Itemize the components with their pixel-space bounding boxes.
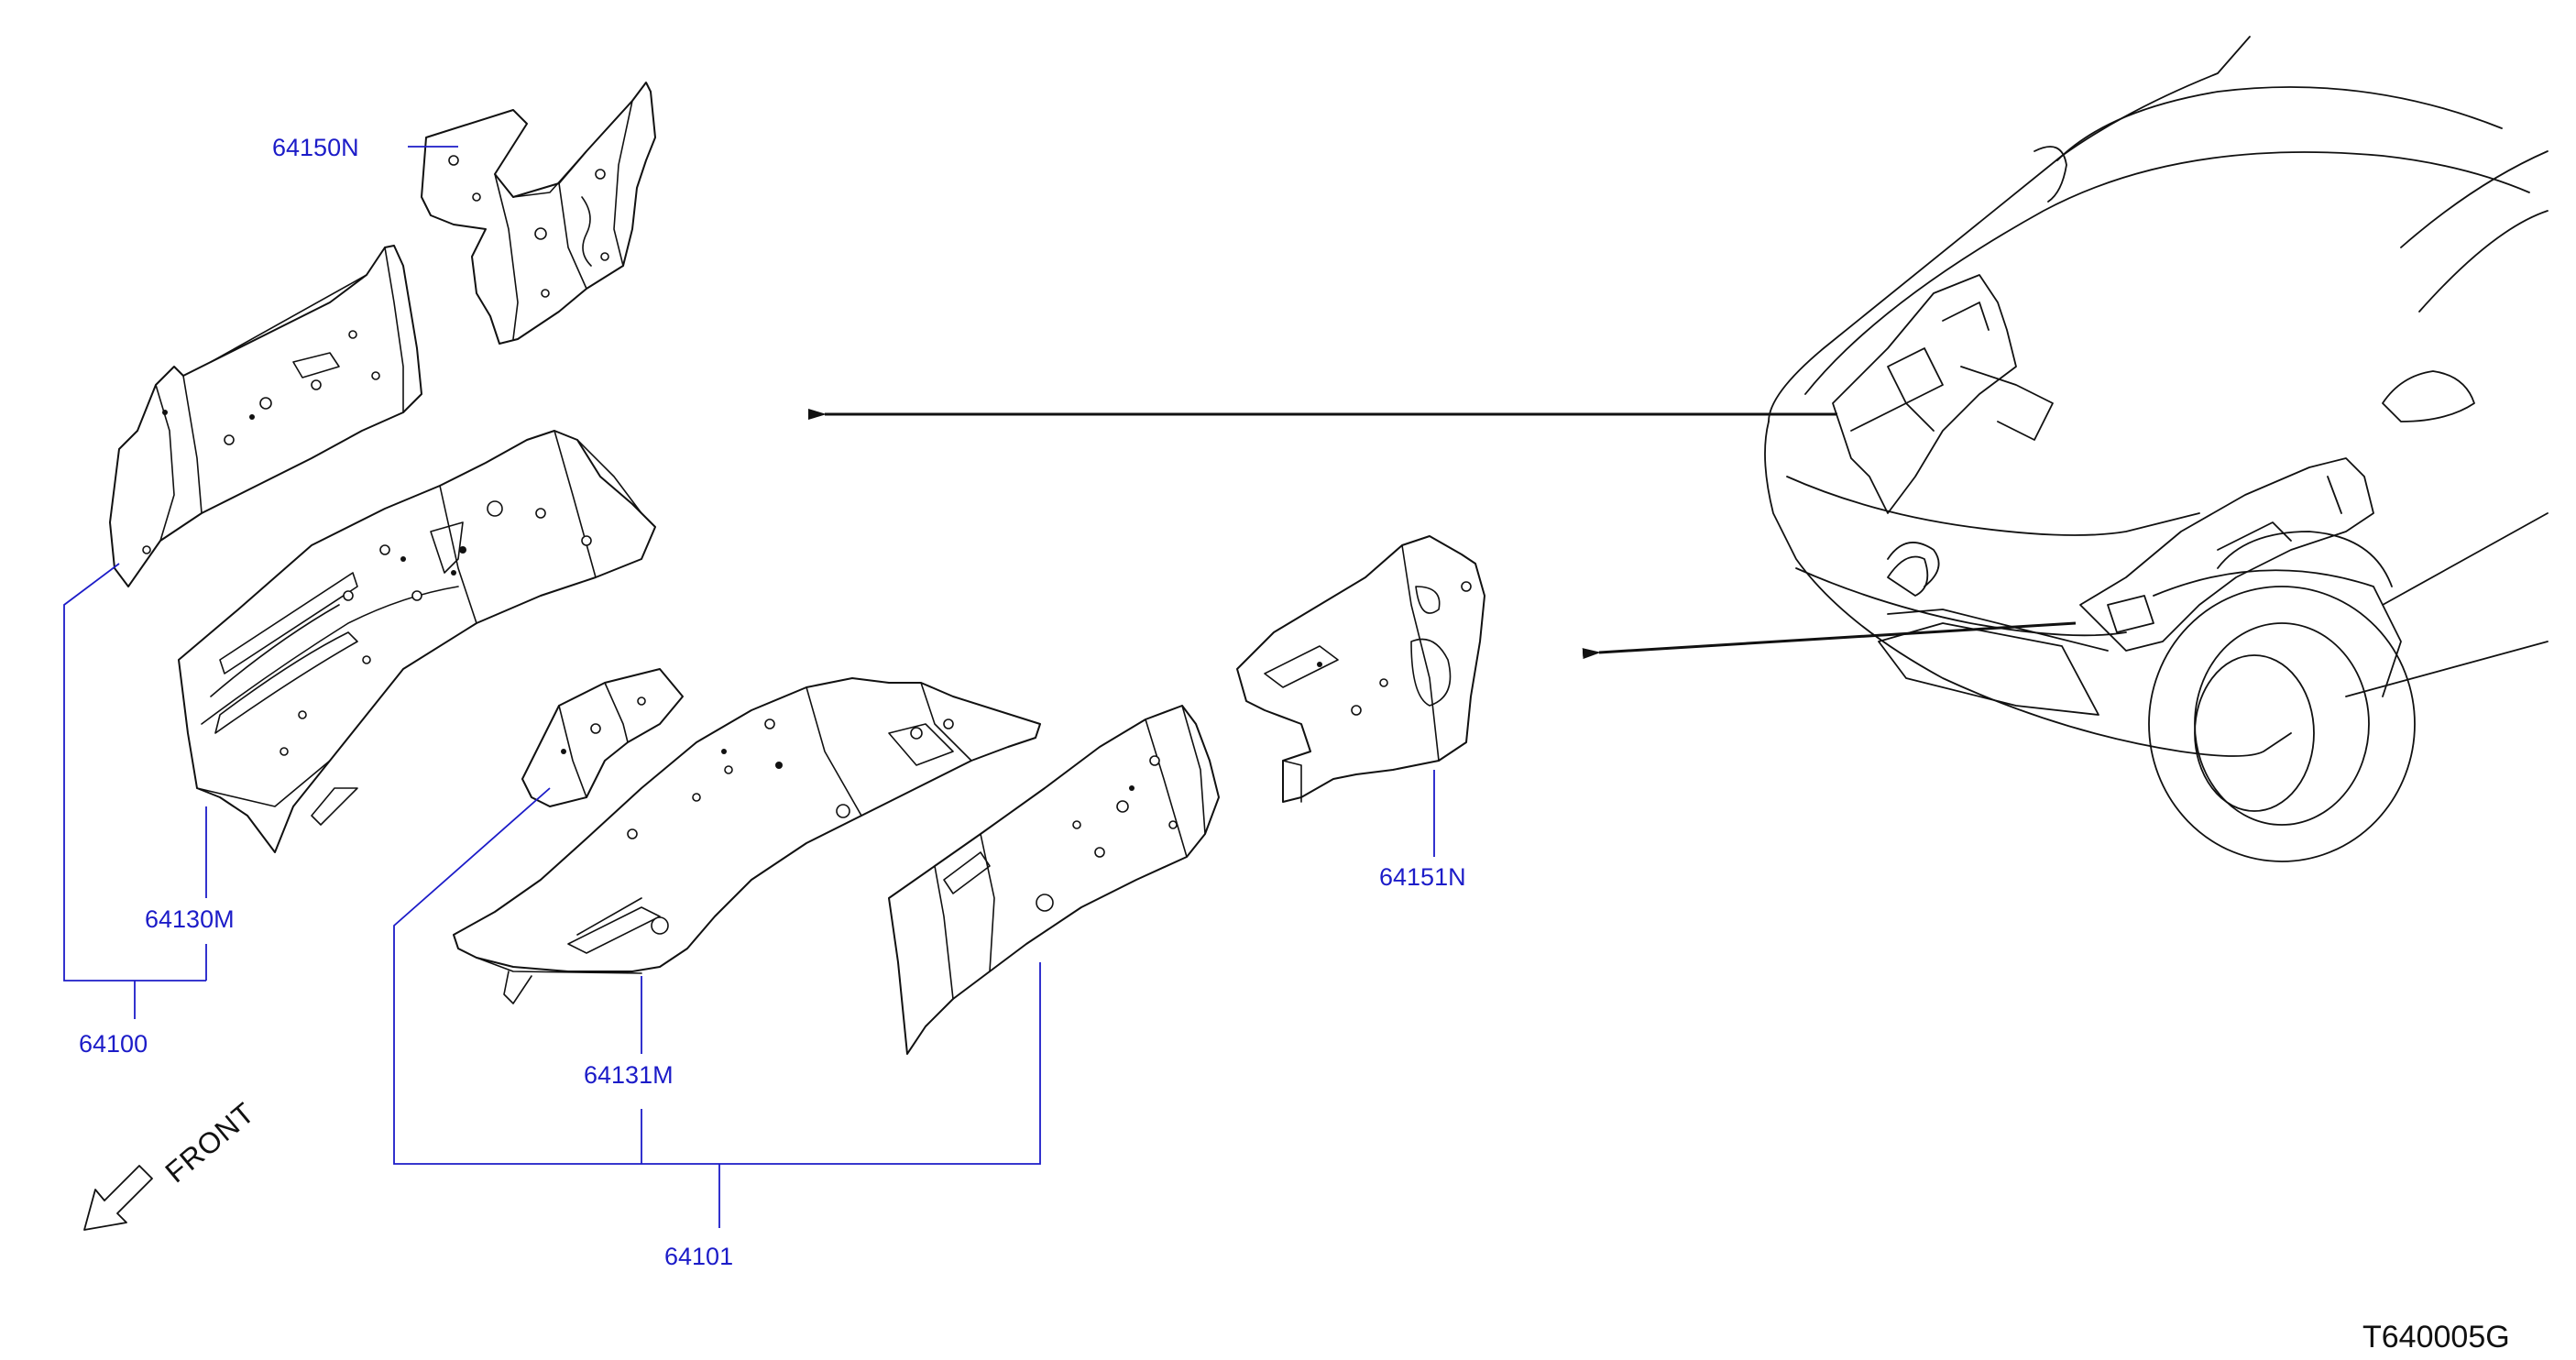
- part-64101-ledge-drawing: [888, 705, 1220, 1055]
- part-64131m-drawing: [453, 677, 1041, 1004]
- label-64151n: 64151N: [1379, 863, 1466, 891]
- label-64100: 64100: [79, 1030, 148, 1058]
- part-64130m-upper-drawing: [109, 245, 422, 587]
- label-64101: 64101: [664, 1243, 733, 1270]
- label-64130m: 64130M: [145, 905, 235, 933]
- part-64130m-lower-drawing: [178, 430, 656, 853]
- label-64150n: 64150N: [272, 134, 359, 161]
- part-64151n-drawing: [1236, 535, 1485, 803]
- front-label: FRONT: [159, 1096, 260, 1190]
- part-64131m-bracket-drawing: [521, 668, 684, 807]
- front-indicator: FRONT: [83, 1096, 261, 1231]
- front-arrow-icon: [83, 1165, 153, 1231]
- drawing-reference: T640005G: [2362, 1320, 2510, 1355]
- label-64131m: 64131M: [584, 1061, 674, 1089]
- lower-pointer-arrow: [1582, 621, 2077, 660]
- leader-lines: [63, 146, 1435, 1228]
- part-64150n-drawing: [421, 82, 656, 345]
- vehicle-illustration: [1764, 36, 2549, 862]
